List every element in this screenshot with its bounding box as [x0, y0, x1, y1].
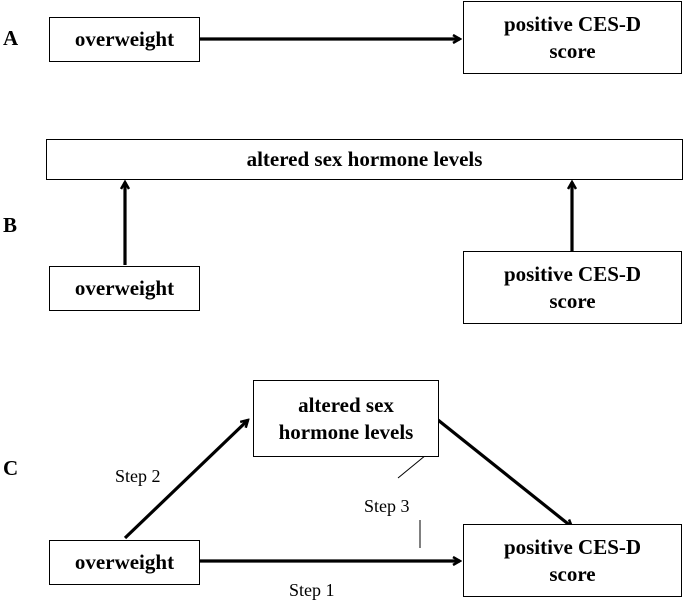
panel-b-letter: B [3, 213, 18, 237]
panel-c-mediator-line2: hormone levels [278, 419, 414, 444]
panel-a-cesd-line1: positive CES-D [503, 11, 642, 36]
panel-c-cesd-line2: score [549, 561, 596, 586]
panel-a-overweight-box: overweight [49, 17, 200, 62]
panel-b-cesd-line2: score [549, 288, 596, 313]
panel-b-hormones-box: altered sex hormone levels [46, 139, 683, 180]
step3-leader-upper [397, 454, 427, 479]
arrow-c-mediator-to-cesd [437, 418, 572, 527]
panel-b-cesd-line1: positive CES-D [503, 261, 642, 286]
panel-a-cesd-line2: score [549, 38, 596, 63]
panel-c-mediator-line1: altered sex [298, 392, 394, 417]
step1-label: Step 1 [289, 580, 335, 600]
panel-c-overweight-box: overweight [49, 540, 200, 585]
panel-b-cesd-box: positive CES-D score [463, 251, 682, 324]
panel-a-cesd-box: positive CES-D score [463, 1, 682, 74]
panel-c-cesd-box: positive CES-D score [463, 524, 682, 597]
panel-c-letter: C [3, 456, 19, 480]
step3-label: Step 3 [364, 496, 410, 516]
panel-a-letter: A [3, 26, 19, 50]
step2-label: Step 2 [115, 466, 161, 486]
panel-c-mediator-box: altered sex hormone levels [253, 380, 439, 457]
panel-b-overweight-box: overweight [49, 266, 200, 311]
panel-c-cesd-line1: positive CES-D [503, 534, 642, 559]
